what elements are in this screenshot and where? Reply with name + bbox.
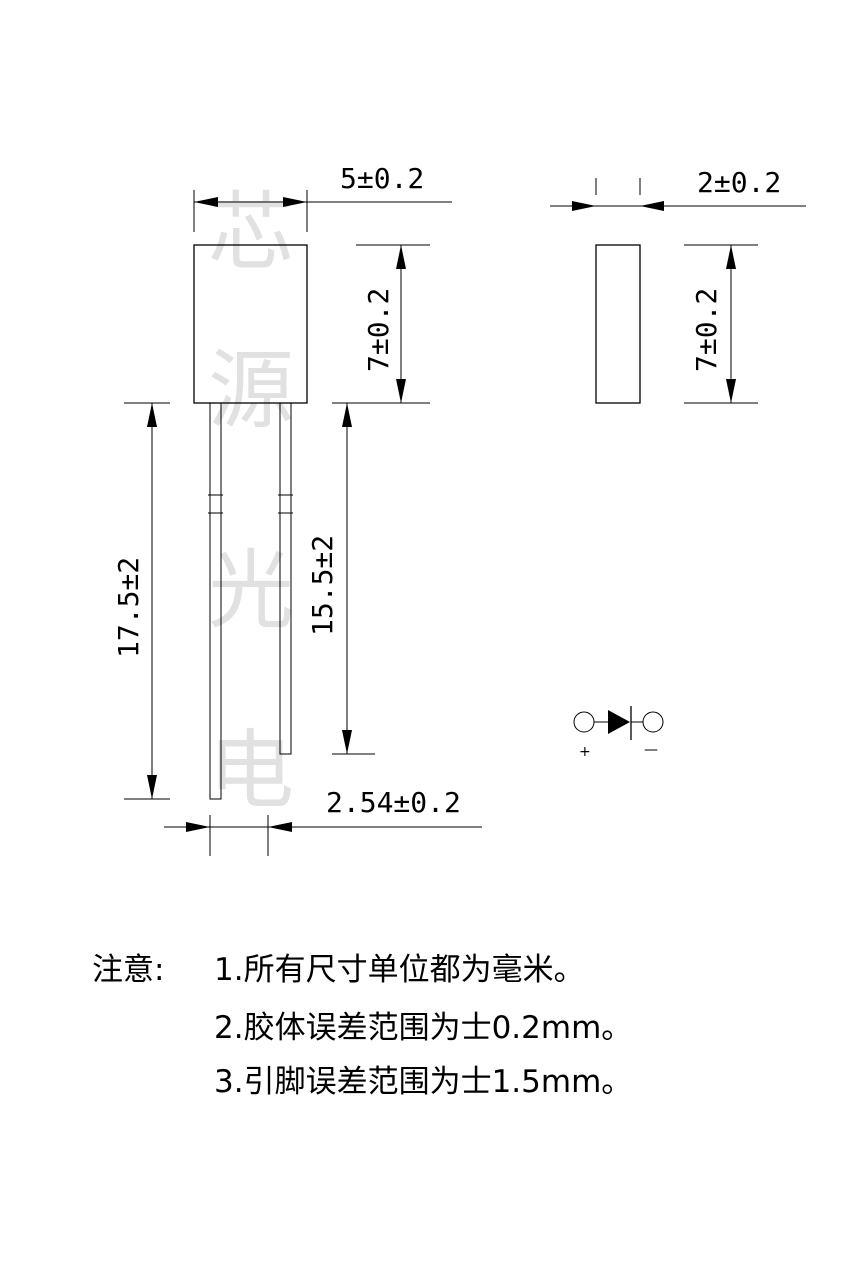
arrow-left (186, 822, 210, 832)
diode-symbol: + — (573, 706, 664, 760)
front-body (193, 244, 308, 404)
note-item-3: 3.引脚误差范围为士1.5mm。 (214, 1064, 633, 1100)
arrow-top (147, 403, 157, 427)
dim-label-body-width: 5±0.2 (340, 162, 424, 195)
dim-body-height-side: 7±0.2 (684, 244, 758, 404)
arrow-bottom (396, 379, 406, 403)
dim-label-height-front: 7±0.2 (362, 288, 395, 372)
arrow-left (194, 197, 218, 207)
front-view (193, 244, 308, 800)
side-body (595, 244, 641, 404)
arrow-bottom (147, 775, 157, 799)
dim-lead-pitch: 2.54±0.2 (164, 786, 482, 856)
dim-body-width: 5±0.2 (193, 162, 452, 232)
dim-short-lead: 15.5±2 (306, 402, 375, 755)
dim-label-lead-pitch: 2.54±0.2 (326, 786, 461, 819)
dim-body-height-front: 7±0.2 (356, 244, 430, 404)
note-item-2: 2.胶体误差范围为士0.2mm。 (214, 1010, 633, 1046)
arrow-bottom (726, 379, 736, 403)
diode-triangle-icon (608, 710, 630, 734)
long-lead (209, 402, 222, 800)
short-lead (279, 402, 292, 755)
dim-label-height-side: 7±0.2 (690, 288, 723, 372)
arrow-right (640, 201, 664, 211)
dim-label-short-lead: 15.5±2 (306, 535, 339, 636)
anode-terminal (573, 711, 595, 733)
arrow-left (572, 201, 596, 211)
note-item-1: 1.所有尺寸单位都为毫米。 (214, 952, 585, 988)
arrow-bottom (342, 730, 352, 754)
plus-label: + (579, 744, 591, 760)
notes-label: 注意: (92, 952, 165, 988)
side-view (595, 244, 641, 404)
dim-label-thickness: 2±0.2 (697, 166, 781, 199)
cathode-terminal (642, 711, 664, 733)
dim-thickness: 2±0.2 (550, 166, 806, 211)
arrow-top (396, 245, 406, 269)
arrow-right (283, 197, 307, 207)
dim-long-lead: 17.5±2 (112, 402, 170, 800)
arrow-right (268, 822, 292, 832)
minus-label: — (644, 742, 658, 758)
arrow-top (726, 245, 736, 269)
dim-label-long-lead: 17.5±2 (112, 557, 145, 658)
arrow-top (342, 403, 352, 427)
watermark-char-1: 芯 (208, 183, 294, 283)
